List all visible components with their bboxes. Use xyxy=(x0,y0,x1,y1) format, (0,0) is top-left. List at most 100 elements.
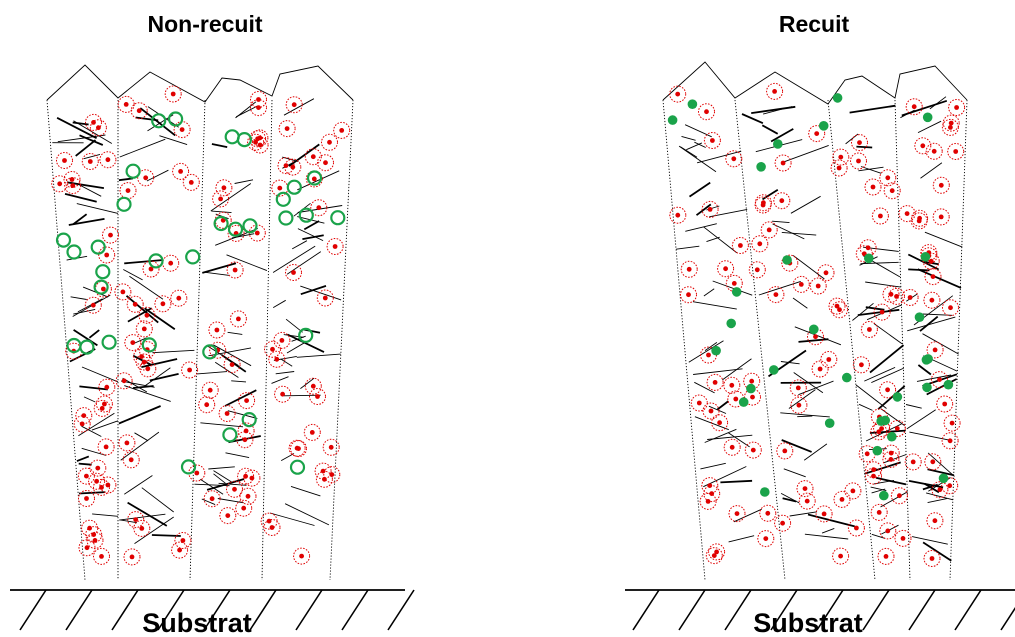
defect-cluster xyxy=(148,253,164,269)
defect-halo xyxy=(844,482,862,500)
defect-halo xyxy=(890,487,908,505)
point-defect xyxy=(669,85,687,103)
grain-boundary xyxy=(781,231,817,236)
grain-boundary xyxy=(924,231,963,248)
defect-dot xyxy=(876,510,882,515)
grain-boundary xyxy=(280,453,295,461)
defect-dot xyxy=(84,496,89,501)
defect-dot xyxy=(900,536,906,541)
defect-dot xyxy=(95,465,101,471)
grain-boundary xyxy=(296,353,341,358)
defect-dot xyxy=(813,334,818,340)
defect-dot xyxy=(707,483,713,488)
defect-dot xyxy=(299,553,304,559)
defect-cluster xyxy=(818,121,829,131)
defect-halo xyxy=(877,547,895,565)
grain-boundary xyxy=(866,304,903,321)
defect-halo xyxy=(774,154,792,172)
defect-dot xyxy=(772,89,777,94)
grain-boundary xyxy=(70,296,87,300)
defect-halo xyxy=(219,507,237,525)
grain-boundary xyxy=(275,371,295,375)
grain-boundary xyxy=(909,431,950,441)
defect-halo xyxy=(767,286,785,304)
point-defect xyxy=(181,361,199,379)
defect-halo xyxy=(56,152,73,169)
panel-title-recuit: Recuit xyxy=(779,11,850,37)
point-defect xyxy=(164,85,182,103)
defect-cluster xyxy=(879,490,889,501)
point-defect xyxy=(690,394,708,412)
substrate-hatch xyxy=(341,589,369,631)
defect-cluster xyxy=(782,255,792,265)
panel-non-recuit: Non-recuit Substrat xyxy=(10,11,415,637)
grain-boundary xyxy=(120,431,160,461)
point-defect xyxy=(828,297,846,315)
defect-halo xyxy=(127,511,145,529)
point-defect xyxy=(923,550,941,567)
defect-halo xyxy=(698,103,715,121)
point-defect xyxy=(304,377,322,395)
defect-dot xyxy=(62,158,67,163)
defect-dot xyxy=(103,444,109,450)
point-defect xyxy=(86,531,104,549)
point-defect xyxy=(119,182,137,200)
grain-boundary xyxy=(772,223,805,240)
grain-boundary xyxy=(855,384,887,409)
point-defect xyxy=(701,200,719,218)
point-defect xyxy=(901,289,919,306)
grain-boundary xyxy=(231,380,247,383)
grain-boundary xyxy=(83,153,101,160)
grain-boundary xyxy=(772,220,790,224)
grain-boundary xyxy=(125,295,159,324)
defect-cluster xyxy=(141,337,157,353)
defect-halo xyxy=(251,136,269,154)
defect-dot xyxy=(266,518,272,524)
defect-halo xyxy=(174,532,192,549)
defect-dot xyxy=(885,387,890,393)
columns-group-non-recuit xyxy=(46,64,354,581)
column-top-edge xyxy=(662,61,968,105)
grain-boundary xyxy=(213,473,226,484)
grain-boundary xyxy=(64,193,97,203)
point-defect xyxy=(93,547,110,565)
defect-cluster xyxy=(887,431,897,442)
defect-halo xyxy=(831,301,848,319)
point-defect xyxy=(84,296,102,314)
defect-dot xyxy=(907,295,913,300)
substrate-hatch xyxy=(632,589,660,631)
defect-cluster xyxy=(168,111,184,127)
defect-cluster xyxy=(731,287,742,297)
point-defect xyxy=(173,121,191,139)
grain-boundary xyxy=(693,368,743,375)
defect-cluster xyxy=(185,249,201,265)
defect-halo xyxy=(690,394,708,412)
defect-dot xyxy=(798,282,804,287)
defect-halo xyxy=(850,152,867,170)
point-defect xyxy=(926,341,944,359)
defect-halo xyxy=(941,477,959,495)
defect-cluster xyxy=(227,221,244,237)
defect-dot xyxy=(838,154,844,160)
grain-boundary xyxy=(283,98,315,116)
defect-halo xyxy=(316,289,334,307)
point-defect xyxy=(728,505,746,523)
point-defect xyxy=(711,414,729,432)
point-defect xyxy=(309,388,326,405)
grain-boundary xyxy=(291,240,308,250)
defect-cluster xyxy=(769,365,779,375)
grain-boundary xyxy=(149,373,179,382)
defect-dot xyxy=(888,291,894,297)
defect-halo xyxy=(123,548,141,566)
point-defect xyxy=(93,399,111,417)
point-defect xyxy=(198,396,216,414)
point-defect xyxy=(871,207,889,225)
panel-title-non-recuit: Non-recuit xyxy=(148,11,263,37)
point-defect xyxy=(914,137,932,155)
grain-boundary xyxy=(871,533,886,539)
defect-halo xyxy=(922,252,940,270)
grain-boundary xyxy=(302,234,324,240)
grain-boundary xyxy=(77,183,102,197)
grain-boundary xyxy=(283,394,321,397)
grain-boundary xyxy=(272,245,316,273)
